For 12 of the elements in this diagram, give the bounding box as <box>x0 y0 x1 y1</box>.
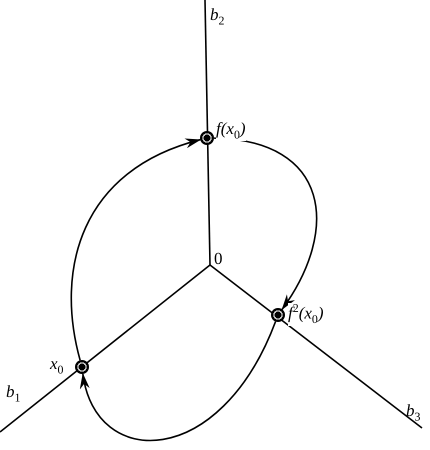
point-label: f(x$_{0}$) <box>216 120 246 142</box>
orbit-arrow <box>70 138 202 360</box>
orbit-arrow <box>214 137 318 310</box>
orbit-point <box>271 308 285 322</box>
orbit-arrow <box>82 321 276 441</box>
point-label: f$^{2}$(x$_{0}$) <box>288 303 324 326</box>
axis-label: b$_{1}$ <box>6 383 20 404</box>
axis-label: b$_{2}$ <box>210 6 224 28</box>
orbit-point <box>75 360 89 374</box>
origin-label: 0 <box>214 250 222 267</box>
orbit-point <box>200 131 214 145</box>
axis-label: b$_{3}$ <box>406 402 420 424</box>
